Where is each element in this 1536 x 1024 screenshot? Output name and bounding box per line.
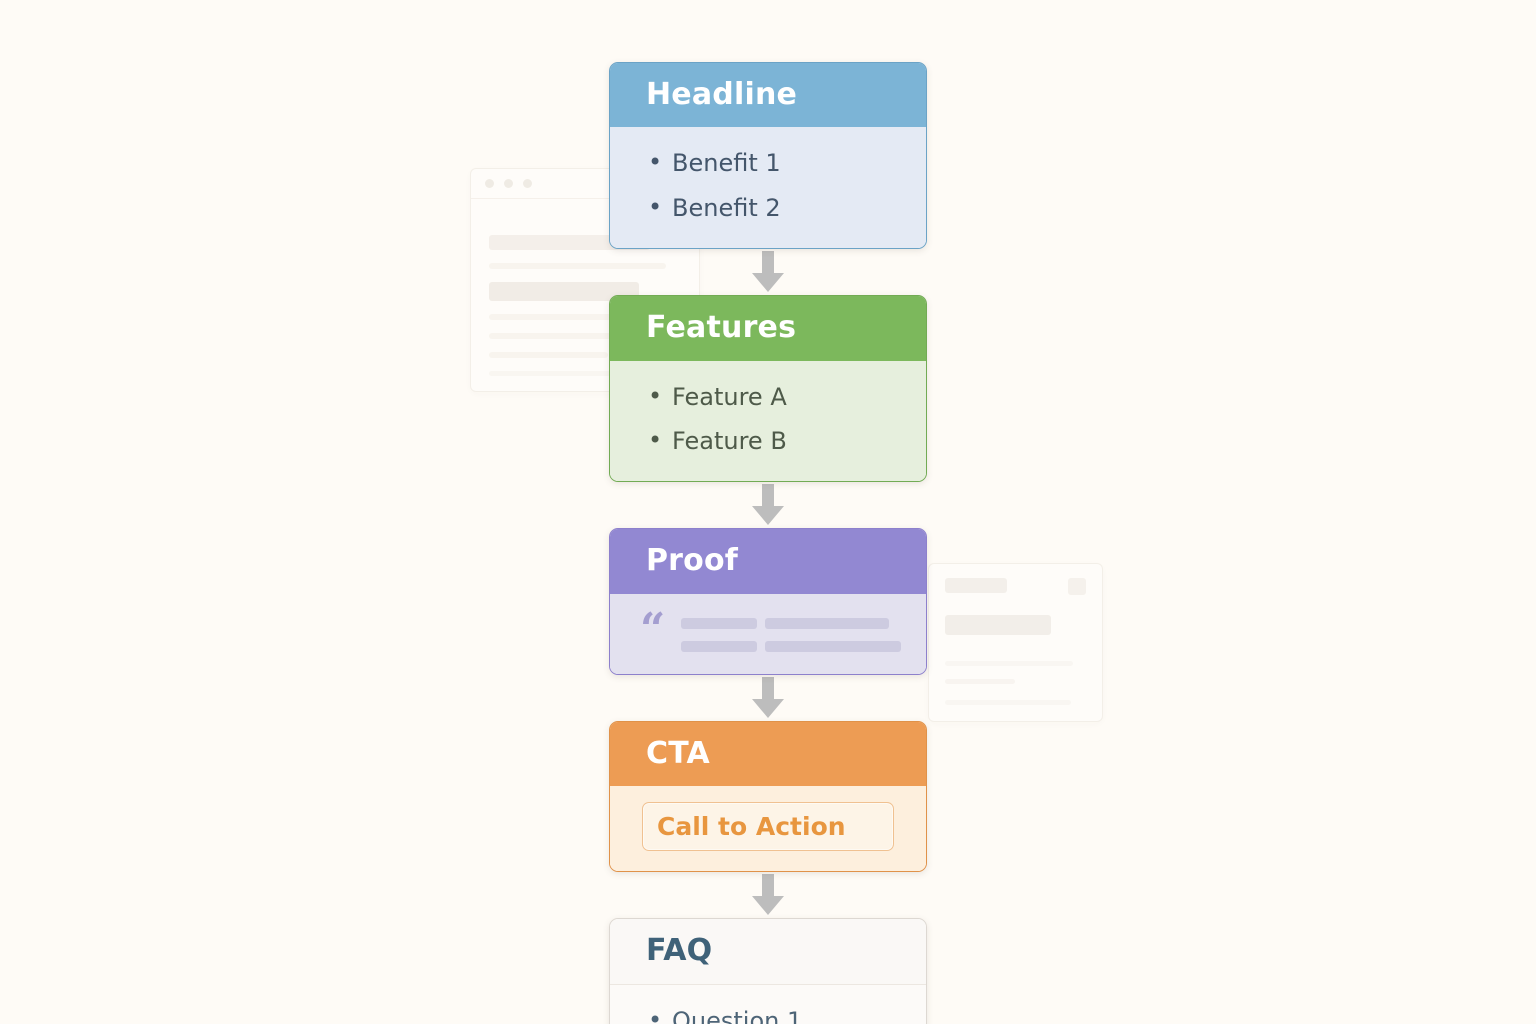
flow-card-features[interactable]: Features Feature A Feature B	[609, 295, 927, 483]
flow-card-headline[interactable]: Headline Benefit 1 Benefit 2	[609, 62, 927, 250]
mockup-card-header	[945, 578, 1086, 595]
down-arrow-icon	[752, 676, 784, 718]
flow-card-proof-title: Proof	[610, 529, 926, 594]
placeholder-row	[681, 617, 901, 629]
flow-card-features-body: Feature A Feature B	[610, 360, 926, 482]
placeholder-bar	[681, 640, 758, 652]
flow-card-faq[interactable]: FAQ Question 1 Question 2	[609, 918, 927, 1024]
placeholder-bar	[945, 661, 1073, 666]
down-arrow-icon	[752, 251, 784, 293]
connector-arrow-proof-to-cta	[609, 675, 927, 721]
placeholder-bar	[681, 617, 758, 629]
quote-icon: “	[640, 603, 666, 655]
placeholder-bar	[945, 679, 1015, 684]
feature-list: Feature A Feature B	[646, 374, 890, 464]
testimonial-placeholder	[681, 612, 902, 652]
placeholder-bar	[945, 615, 1051, 635]
flow-card-proof[interactable]: Proof “	[609, 528, 927, 675]
placeholder-bar	[765, 640, 902, 652]
faq-list: Question 1 Question 2	[646, 998, 890, 1024]
list-item: Question 1	[646, 998, 890, 1024]
list-item: Feature B	[646, 418, 890, 463]
down-arrow-icon	[752, 874, 784, 916]
placeholder-square	[1068, 578, 1086, 595]
list-item: Feature A	[646, 374, 890, 419]
window-dot-icon	[523, 179, 532, 188]
connector-arrow-features-to-proof	[609, 482, 927, 528]
flow-card-headline-title: Headline	[610, 63, 926, 128]
flow-card-faq-title: FAQ	[610, 919, 926, 985]
flow-card-faq-body: Question 1 Question 2	[610, 984, 926, 1024]
call-to-action-button[interactable]: Call to Action	[642, 802, 894, 852]
down-arrow-icon	[752, 484, 784, 526]
list-item: Benefit 2	[646, 185, 890, 230]
placeholder-bar	[945, 578, 1007, 593]
flow-card-headline-body: Benefit 1 Benefit 2	[610, 127, 926, 249]
flow-card-features-title: Features	[610, 296, 926, 361]
content-card-mockup	[928, 563, 1103, 722]
connector-arrow-cta-to-faq	[609, 872, 927, 918]
list-item: Benefit 1	[646, 140, 890, 185]
flow-card-cta-title: CTA	[610, 721, 926, 787]
landing-page-flow-diagram: Headline Benefit 1 Benefit 2 Features Fe…	[609, 62, 927, 1024]
benefit-list: Benefit 1 Benefit 2	[646, 140, 890, 230]
placeholder-bar	[489, 352, 609, 358]
connector-arrow-headline-to-features	[609, 249, 927, 295]
flow-card-cta[interactable]: CTA Call to Action	[609, 720, 927, 873]
window-dot-icon	[485, 179, 494, 188]
flow-card-cta-body: Call to Action	[610, 786, 926, 872]
placeholder-row	[681, 640, 902, 652]
window-dot-icon	[504, 179, 513, 188]
placeholder-bar	[765, 617, 890, 629]
flow-card-proof-body: “	[610, 593, 926, 674]
placeholder-bar	[945, 700, 1071, 705]
